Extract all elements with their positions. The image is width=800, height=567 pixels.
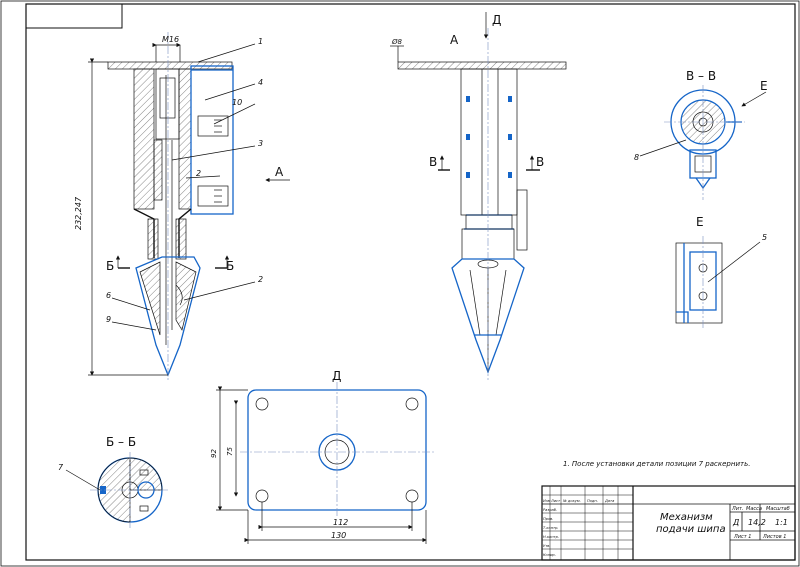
side-view-a: [390, 12, 567, 380]
pos-3: 3: [258, 139, 263, 148]
pos-9: 9: [106, 315, 111, 324]
pos-8: 8: [634, 153, 639, 162]
title-line-1: Механизм: [660, 512, 713, 523]
tb-lit-header: Лит.: [731, 506, 744, 512]
view-arrow-a-label: А: [275, 165, 284, 179]
view-a-title: А: [450, 33, 459, 47]
corner-stamp: [25, 3, 123, 29]
tb-col-date: Дата: [604, 499, 614, 503]
pos-6: 6: [106, 291, 111, 300]
tb-role-1: Разраб.: [543, 508, 557, 512]
tb-role-4: Н.контр.: [543, 535, 559, 539]
section-v-right-label: В: [536, 155, 544, 169]
thread-dim-label: М16: [162, 35, 179, 44]
drawing-frame: [25, 3, 796, 561]
section-b-b: [65, 452, 170, 528]
section-b-b-title: Б – Б: [106, 435, 136, 449]
plate-width-inner: 112: [333, 518, 348, 527]
section-v-left-label: В: [429, 155, 437, 169]
section-v-v: [639, 85, 767, 200]
tb-col-sign: Подп.: [587, 499, 598, 503]
section-b-left-label: Б: [106, 259, 114, 273]
main-section-view: [88, 32, 290, 380]
title-line-2: подачи шипа: [656, 524, 726, 535]
tb-col-list: Лист: [550, 499, 561, 503]
section-v-v-title: В – В: [686, 69, 716, 83]
tb-sheet: Лист 1: [733, 534, 751, 540]
view-d-plate: [216, 382, 434, 544]
tb-role-6: Копир.: [543, 553, 556, 557]
plate-height-outer: 92: [210, 449, 218, 458]
pos-2-upper: 2: [196, 169, 201, 178]
pos-2: 2: [258, 275, 263, 284]
view-e-arrow-label: Е: [760, 79, 768, 93]
pos-1: 1: [258, 37, 263, 46]
tb-scale-header: Масштаб: [766, 506, 790, 512]
pos-10: 10: [232, 98, 242, 107]
view-d-arrow-label: Д: [492, 13, 501, 27]
pos-4: 4: [258, 78, 263, 87]
tb-col-izm: Изм: [543, 499, 551, 503]
tb-role-5: Утв.: [543, 544, 551, 548]
plate-height-inner: 75: [226, 447, 234, 456]
height-dim-label: 232,247: [74, 196, 83, 230]
view-d-title: Д: [332, 369, 341, 383]
title-block: [541, 485, 796, 561]
plate-width-outer: 130: [331, 531, 346, 540]
view-e-title: Е: [696, 215, 704, 229]
pos-5: 5: [762, 233, 767, 242]
tb-sheets: Листов 1: [762, 534, 786, 540]
tb-mass-value: 14,2: [748, 518, 766, 527]
pos-7: 7: [58, 463, 64, 472]
tb-role-2: Пров.: [543, 517, 553, 521]
phi-dim-label: Ø8: [391, 38, 403, 46]
tb-scale-value: 1:1: [775, 518, 788, 527]
view-e: [675, 236, 761, 330]
annotations: М16 232,247 Ø8 1 4 10 3 2 2 6 9 8 5 7 А …: [58, 13, 790, 557]
tb-mass-header: Масса: [746, 506, 762, 512]
section-b-right-label: Б: [226, 259, 234, 273]
tb-role-3: Т.контр.: [543, 526, 559, 530]
tb-col-doc: № докум.: [562, 499, 581, 503]
technical-note: 1. После установки детали позиции 7 раск…: [563, 460, 750, 468]
tb-lit-value: Д: [732, 518, 739, 527]
